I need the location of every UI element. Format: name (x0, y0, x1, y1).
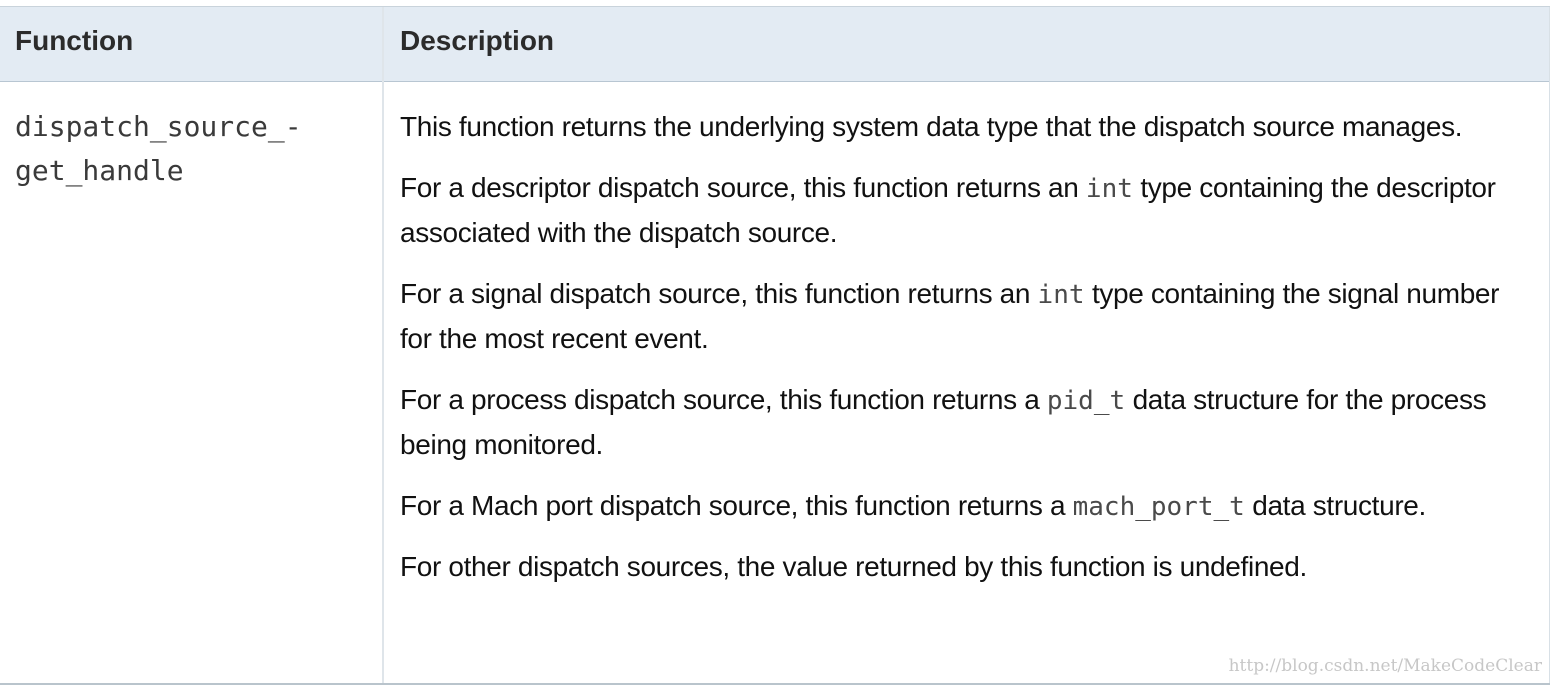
header-description: Description (400, 25, 555, 56)
code-int: int (1085, 173, 1133, 204)
header-function: Function (15, 25, 134, 56)
table-right-border (1549, 7, 1550, 683)
description-paragraph-1: This function returns the underlying sys… (400, 111, 1463, 142)
function-name-line-2: get_handle (15, 154, 184, 187)
watermark-url: http://blog.csdn.net/MakeCodeClear (1228, 656, 1542, 676)
code-mach-port-t: mach_port_t (1072, 491, 1245, 522)
description-paragraph-2: For a descriptor dispatch source, this f… (400, 171, 1496, 249)
function-name-line-1: dispatch_source_- (15, 110, 302, 143)
code-pid-t: pid_t (1046, 385, 1126, 416)
code-int: int (1037, 279, 1085, 310)
column-divider (382, 7, 384, 683)
function-name-cell: dispatch_source_- get_handle (15, 105, 375, 193)
description-paragraph-6: For other dispatch sources, the value re… (400, 551, 1307, 582)
description-paragraph-5: For a Mach port dispatch source, this fu… (400, 489, 1426, 522)
function-description-table: Function Description dispatch_source_- g… (0, 6, 1550, 685)
description-paragraph-4: For a process dispatch source, this func… (400, 383, 1487, 461)
description-cell: This function returns the underlying sys… (400, 105, 1510, 606)
description-paragraph-3: For a signal dispatch source, this funct… (400, 277, 1500, 355)
table-header-row: Function Description (0, 7, 1550, 82)
